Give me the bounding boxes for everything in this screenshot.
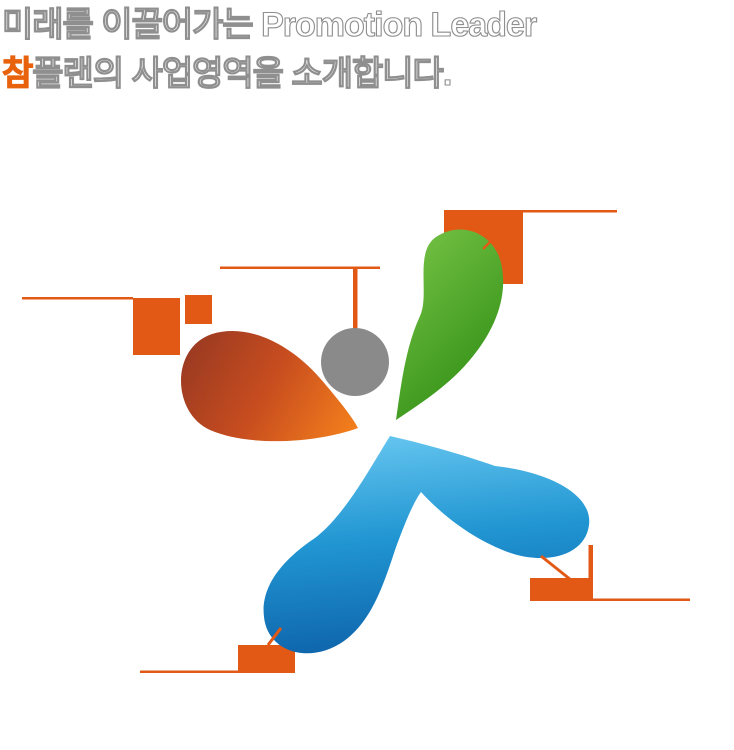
marker-line-bottom-right (593, 598, 690, 601)
headline-line2-rest: 플랜의 사업영역을 소개합니다. (32, 54, 453, 93)
leader-diagonals (266, 230, 572, 646)
marker-square-left (133, 298, 180, 355)
diagonal-bottom-left (266, 627, 283, 646)
marker-pointer-center-top (353, 267, 358, 329)
marker-line-bottom-left (140, 670, 238, 673)
marker-line-center-top (220, 266, 380, 269)
headline-line1: 미래를 이끌어가는 Promotion Leader (1, 5, 537, 44)
marker-line-left (22, 297, 133, 300)
gray-head-circle (321, 328, 389, 396)
marker-square-left-small (185, 295, 212, 324)
orange-petal (181, 331, 358, 442)
marker-square-bottom-right (530, 578, 593, 601)
marker-square-bottom-left (238, 645, 295, 673)
marker-line-top-right (523, 210, 617, 213)
headline-highlight: 참 (1, 54, 33, 93)
green-petal (396, 229, 504, 420)
headline-line2: 참플랜의 사업영역을 소개합니다. (1, 50, 642, 99)
callout-markers (22, 210, 690, 673)
marker-pointer-bottom-right (588, 545, 593, 578)
headline: 미래를 이끌어가는 Promotion Leader 참플랜의 사업영역을 소개… (1, 1, 642, 99)
diagonal-top-right (482, 230, 502, 250)
blue-legs (263, 436, 590, 654)
diagonal-bottom-right (540, 554, 572, 582)
